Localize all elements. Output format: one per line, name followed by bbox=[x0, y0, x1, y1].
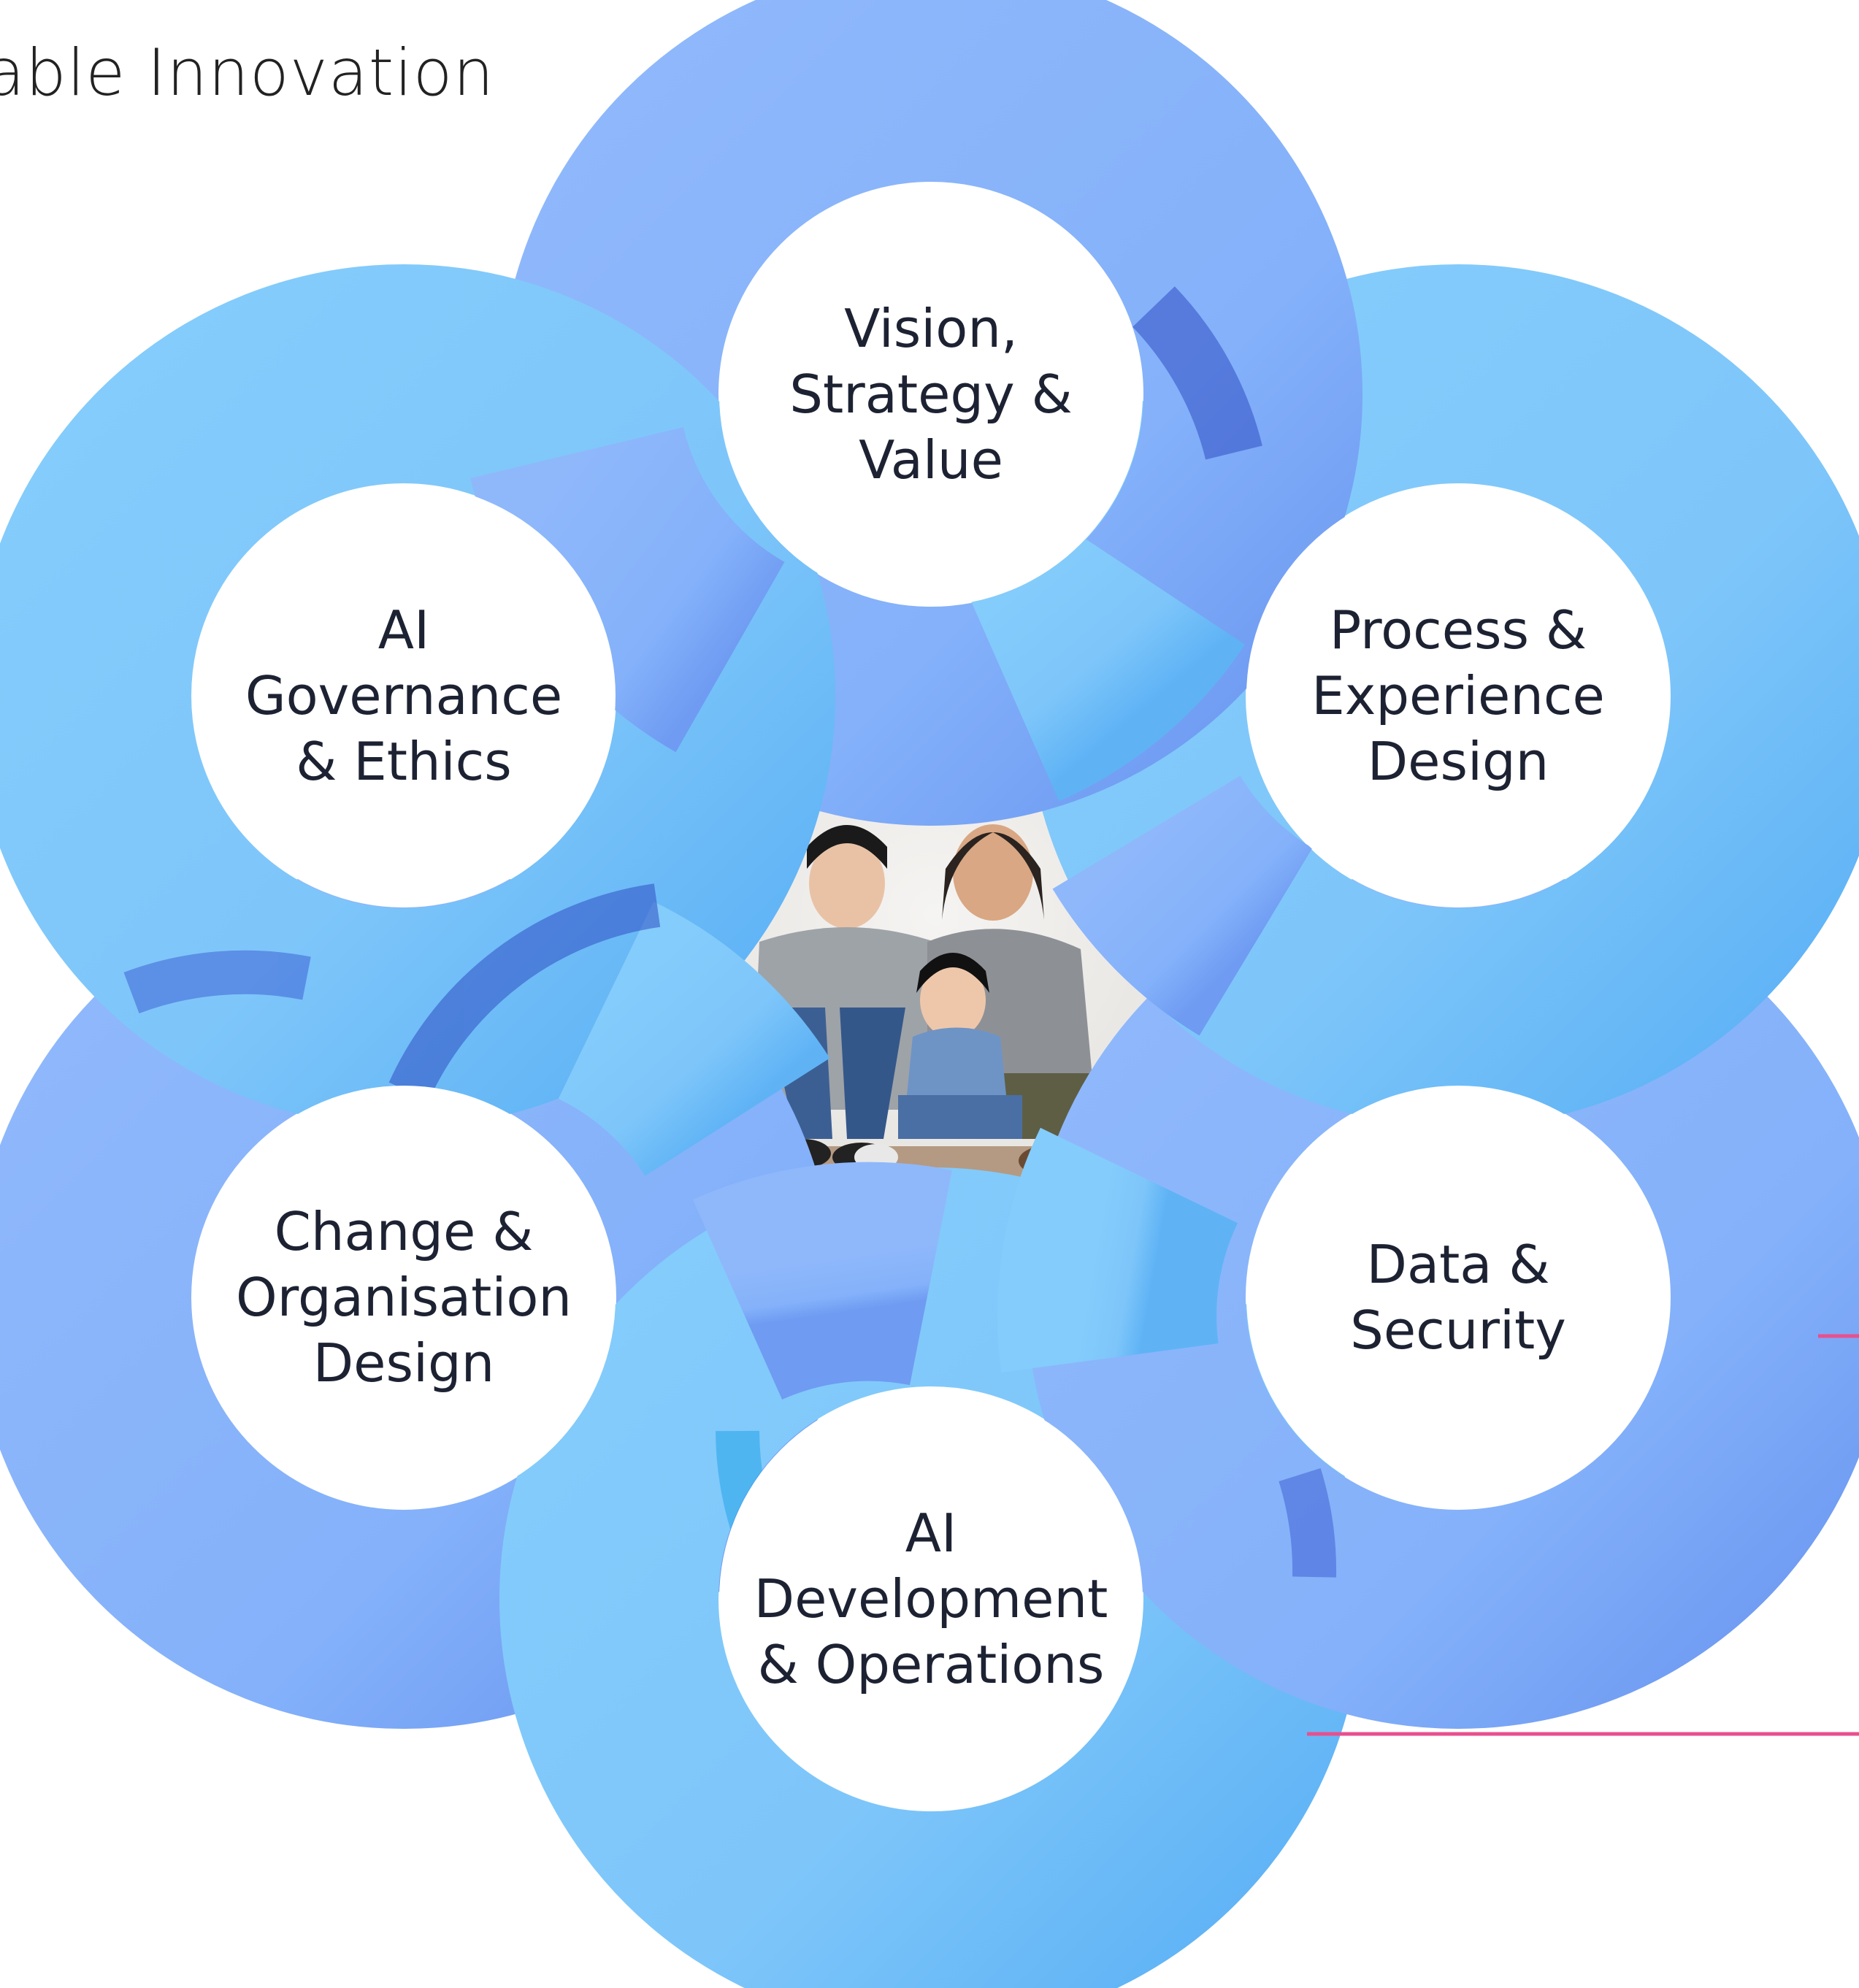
node-label-aidev: AI Development & Operations bbox=[754, 1502, 1108, 1695]
node-label-data: Data & Security bbox=[1350, 1234, 1566, 1361]
node-circle-aidev bbox=[719, 1387, 1143, 1811]
node-label-change: Change & Organisation Design bbox=[235, 1201, 572, 1394]
node-circle-governance bbox=[192, 484, 616, 907]
node-circle-process bbox=[1246, 484, 1670, 907]
node-circle-change bbox=[192, 1086, 616, 1509]
node-label-governance: AI Governance & Ethics bbox=[245, 599, 563, 792]
child-figure bbox=[854, 953, 1022, 1170]
node-circle-vision bbox=[719, 183, 1143, 606]
node-label-process: Process & Experience Design bbox=[1311, 599, 1605, 792]
ring-governance bbox=[0, 264, 835, 1127]
diagram-title: able Innovation bbox=[0, 35, 495, 110]
node-circles bbox=[192, 183, 1670, 1811]
node-label-vision: Vision, Strategy & Value bbox=[789, 298, 1073, 491]
node-circle-data bbox=[1246, 1086, 1670, 1509]
